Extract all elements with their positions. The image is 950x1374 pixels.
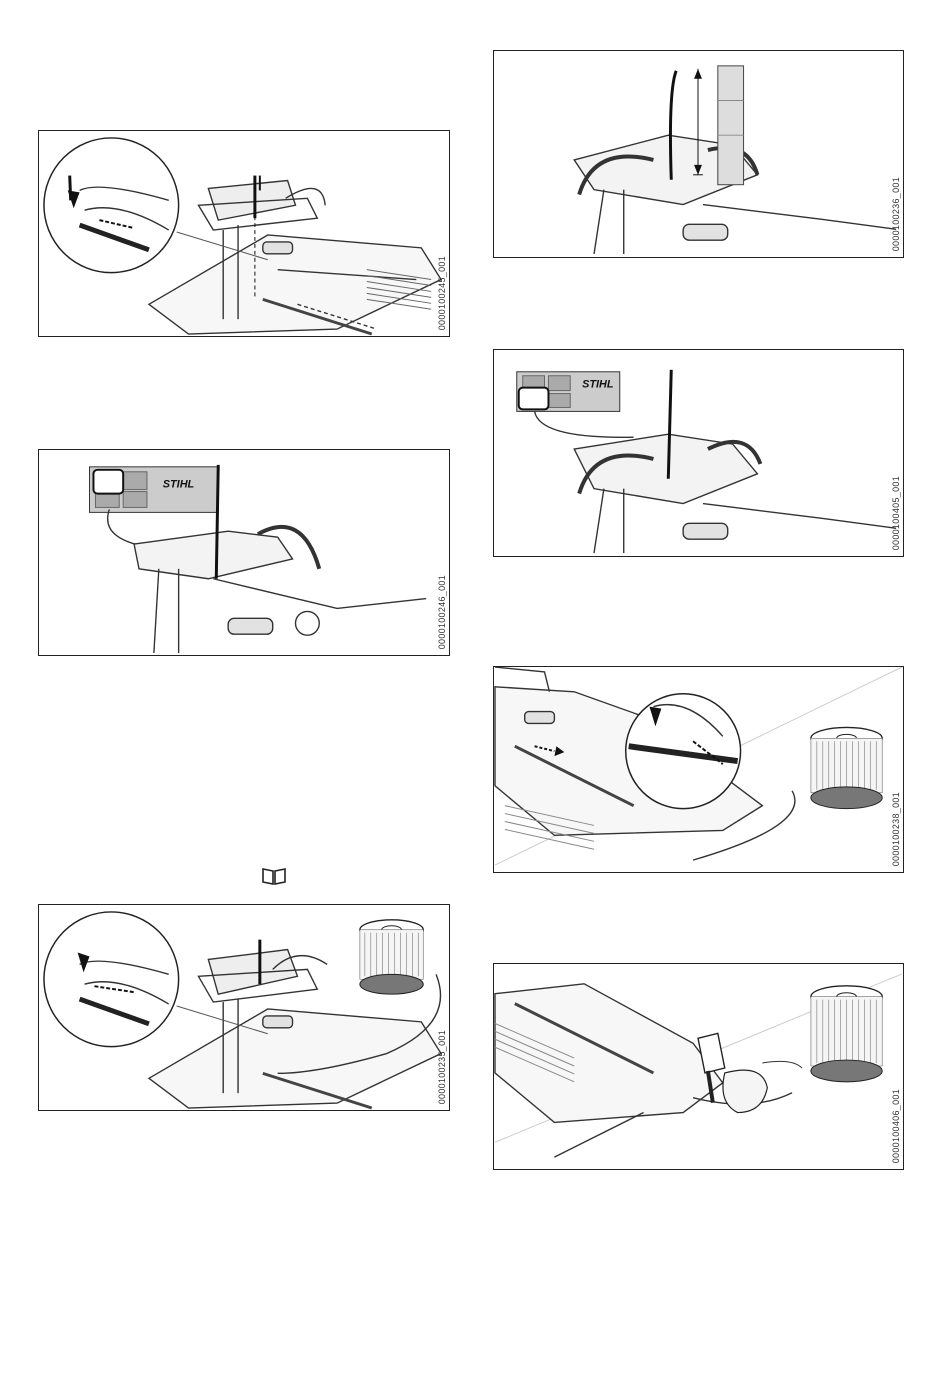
figure-0000100246: STIHL 0000100246_001 (38, 449, 450, 656)
figure-code: 0000100406_001 (891, 1089, 901, 1163)
figure-illustration (39, 905, 449, 1110)
figure-illustration: STIHL (39, 450, 449, 655)
figure-code: 0000100246_001 (437, 575, 447, 649)
figure-0000100238: 0000100238_001 (493, 666, 904, 873)
figure-0000100405: STIHL 0000100405_001 (493, 349, 904, 557)
figure-0000100406: 0000100406_001 (493, 963, 904, 1170)
figure-code: 0000100238_001 (891, 792, 901, 866)
figure-illustration: STIHL (494, 350, 903, 556)
brand-label: STIHL (582, 379, 613, 391)
brand-label: STIHL (163, 479, 194, 491)
figure-code: 0000100236_001 (891, 177, 901, 251)
figure-0000100245: 0000100245_001 (38, 130, 450, 337)
figure-illustration (494, 964, 903, 1169)
figure-illustration (494, 667, 903, 872)
figure-code: 0000100405_001 (891, 476, 901, 550)
figure-illustration (494, 51, 903, 257)
figure-0000100235: 0000100235_001 (38, 904, 450, 1111)
figure-code: 0000100235_001 (437, 1030, 447, 1104)
book-icon (261, 866, 287, 886)
figure-illustration (39, 131, 449, 336)
figure-0000100236: 0000100236_001 (493, 50, 904, 258)
figure-code: 0000100245_001 (437, 256, 447, 330)
